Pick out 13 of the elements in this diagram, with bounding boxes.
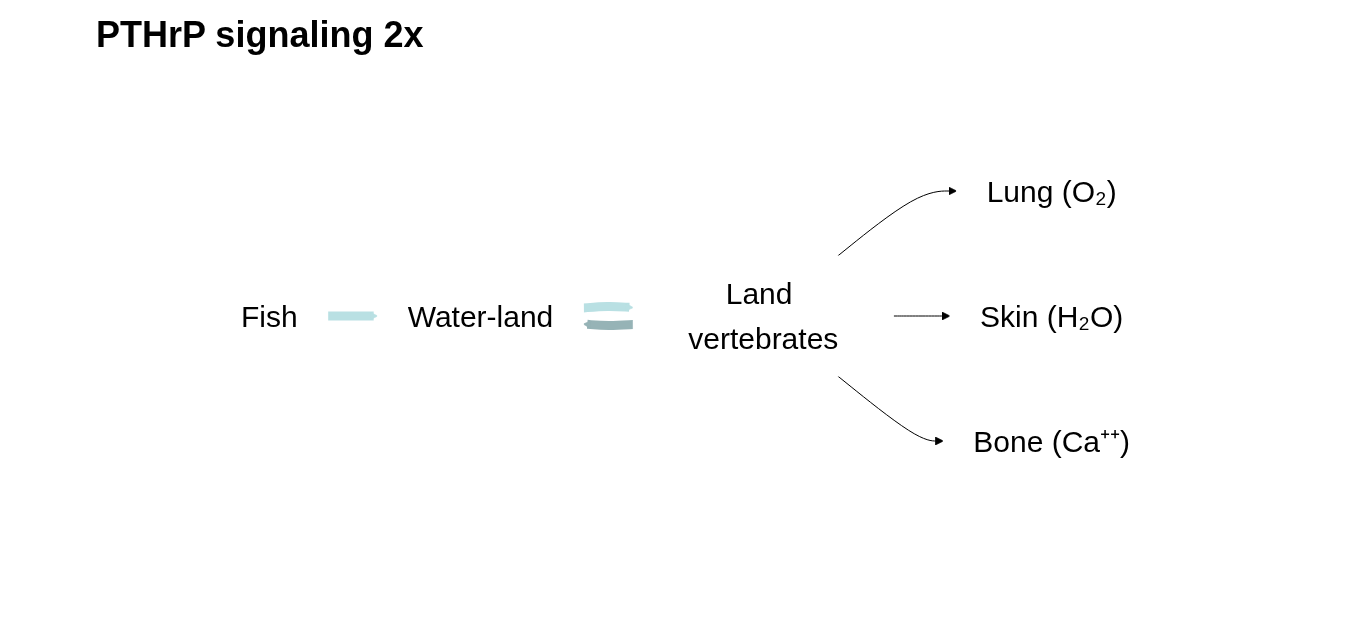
arrow — [837, 375, 944, 446]
node-text: Lung (O₂) — [986, 174, 1117, 208]
node-text: Bone (Ca⁺⁺) — [973, 424, 1131, 458]
arrow — [837, 186, 958, 257]
arrow — [582, 302, 634, 313]
arrow — [327, 311, 379, 321]
node-text: Skin (H₂O) — [979, 299, 1124, 333]
node-text: Water-land — [407, 299, 554, 333]
node-text: Fish — [240, 299, 298, 333]
title: PTHrP signaling 2x — [96, 14, 425, 56]
arrow — [892, 311, 951, 321]
arrow — [582, 319, 634, 330]
node-text: Land vertebrates — [688, 277, 839, 355]
